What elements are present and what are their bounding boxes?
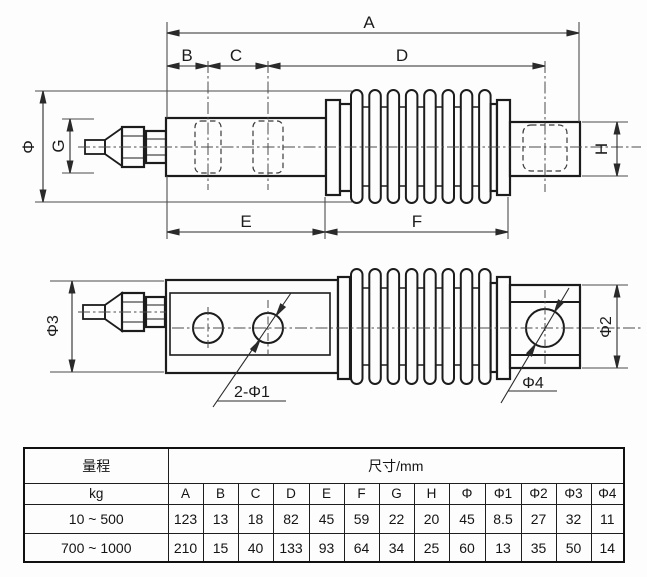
plan-view-dimensions [68, 280, 621, 408]
dim-label-a: A [363, 13, 375, 32]
side-view-extension-lines [35, 22, 628, 239]
value-cell: 13 [202, 504, 239, 535]
col-header: G [378, 482, 415, 506]
table-row: 700 ~ 1000 210 15 40 133 93 64 34 25 60 … [23, 533, 625, 563]
plan-view-extension-lines [50, 280, 628, 373]
col-header: B [202, 482, 239, 506]
value-cell: 32 [555, 504, 592, 535]
value-cell: 210 [167, 533, 204, 563]
value-cell: 60 [448, 533, 486, 563]
dim-label-phi4: Φ4 [522, 375, 544, 392]
col-header: Φ1 [484, 482, 522, 506]
value-cell: 50 [555, 533, 592, 563]
value-cell: 82 [272, 504, 310, 535]
side-view-dimensions [39, 29, 621, 236]
range-cell: 700 ~ 1000 [23, 533, 169, 563]
value-cell: 34 [378, 533, 415, 563]
plan-view-labels: Φ3 Φ2 2-Φ1 Φ4 [45, 315, 615, 401]
col-header: A [167, 482, 204, 506]
col-header: C [237, 482, 274, 506]
col-header: H [413, 482, 450, 506]
value-cell: 22 [378, 504, 415, 535]
col-header: Φ3 [555, 482, 592, 506]
size-header-cell: 尺寸/mm [167, 447, 625, 484]
col-header: Φ4 [590, 482, 625, 506]
col-header: E [308, 482, 345, 506]
col-header: Φ [448, 482, 486, 506]
side-view-labels: A B C D E F Φ G H [19, 13, 611, 231]
value-cell: 59 [343, 504, 380, 535]
value-cell: 20 [413, 504, 450, 535]
value-cell: 13 [484, 533, 522, 563]
value-cell: 45 [448, 504, 486, 535]
value-cell: 11 [590, 504, 625, 535]
value-cell: 8.5 [484, 504, 522, 535]
dim-label-f: F [412, 212, 422, 231]
value-cell: 25 [413, 533, 450, 563]
value-cell: 35 [520, 533, 557, 563]
value-cell: 15 [202, 533, 239, 563]
bellows-2 [336, 268, 512, 385]
col-header: D [272, 482, 310, 506]
dim-label-phi3: Φ3 [45, 315, 62, 337]
dim-label-e: E [240, 212, 251, 231]
value-cell: 40 [237, 533, 274, 563]
value-cell: 93 [308, 533, 345, 563]
dim-label-h: H [592, 143, 611, 155]
value-cell: 64 [343, 533, 380, 563]
dim-label-d: D [396, 46, 408, 65]
range-cell: 10 ~ 500 [23, 504, 169, 535]
technical-drawing: A B C D E F Φ G H [19, 13, 641, 408]
col-header: F [343, 482, 380, 506]
sensor-body-2 [164, 278, 340, 375]
value-cell: 14 [590, 533, 625, 563]
col-header: Φ2 [520, 482, 557, 506]
side-view-centerlines [78, 61, 641, 192]
dim-label-c: C [230, 46, 242, 65]
dim-label-g: G [49, 139, 68, 152]
value-cell: 133 [272, 533, 310, 563]
dim-label-2phi1: 2-Φ1 [234, 384, 270, 401]
table-row: 10 ~ 500 123 13 18 82 45 59 22 20 45 8.5… [23, 504, 625, 535]
value-cell: 27 [520, 504, 557, 535]
kg-label-cell: kg [23, 482, 169, 506]
value-cell: 123 [167, 504, 204, 535]
value-cell: 45 [308, 504, 345, 535]
dim-label-b: B [181, 46, 192, 65]
plan-view [82, 268, 582, 385]
dim-label-phi: Φ [19, 140, 38, 154]
value-cell: 18 [237, 504, 274, 535]
range-header-cell: 量程 [23, 447, 169, 484]
body-pocket [169, 292, 331, 356]
dim-label-phi2: Φ2 [598, 316, 615, 338]
spec-table: 量程 尺寸/mm kg A B C D E F G H Φ Φ1 Φ2 Φ3 Φ… [23, 447, 625, 563]
